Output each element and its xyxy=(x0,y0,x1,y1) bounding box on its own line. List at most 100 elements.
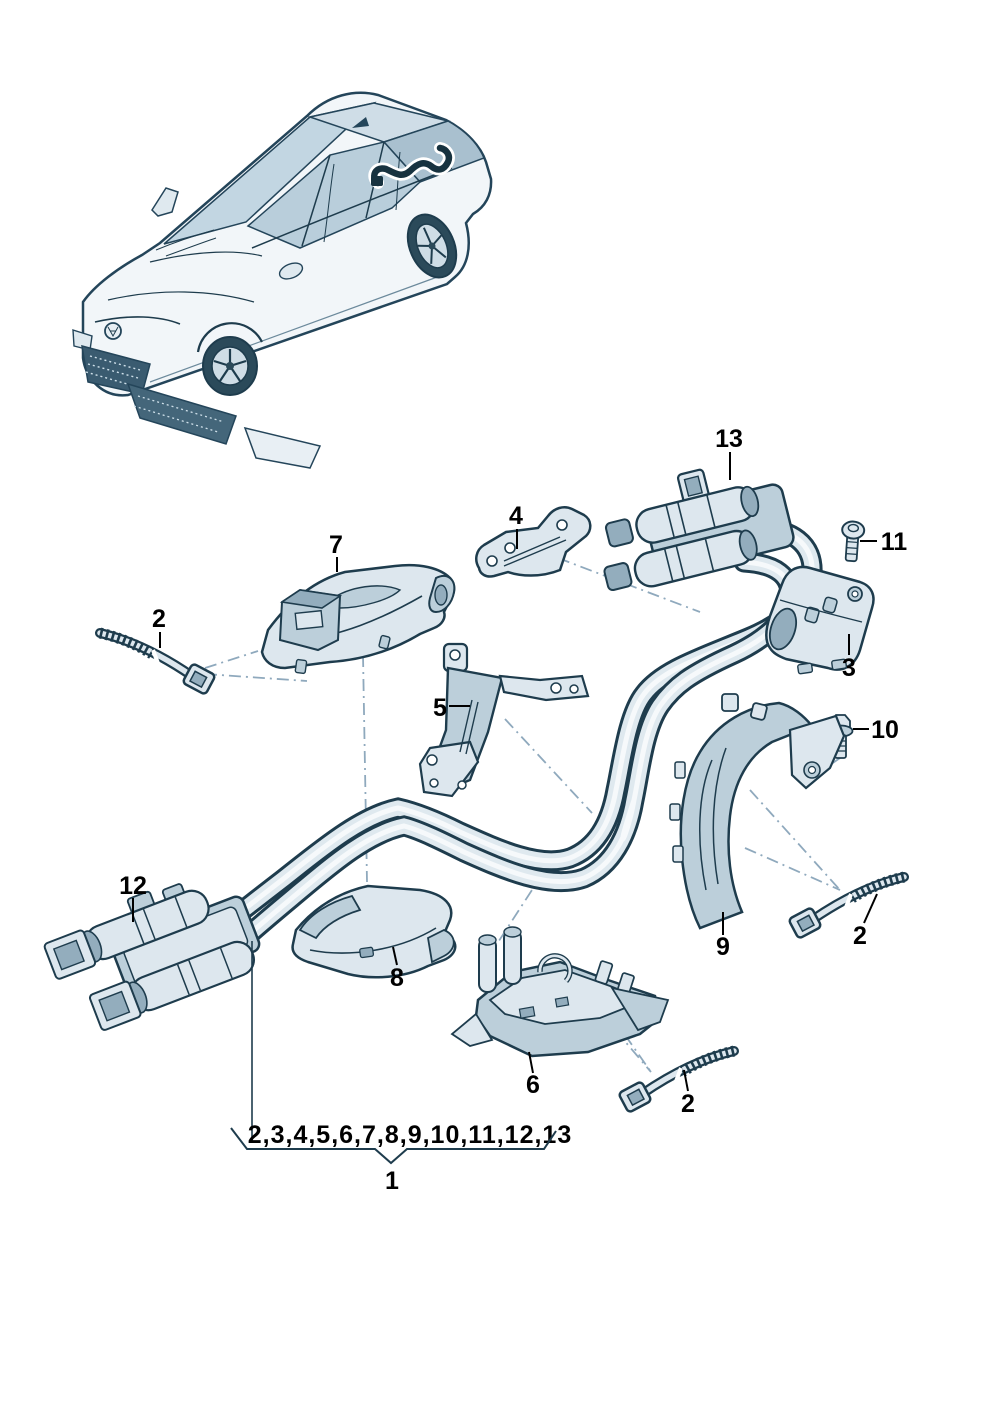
leader-tie2l-to-part7-b xyxy=(204,673,308,682)
part-8-saddle-cover[interactable] xyxy=(291,884,457,979)
part13-barrel-lower-bands xyxy=(664,539,715,581)
car-character-line xyxy=(107,291,255,303)
part9-top-tab-1 xyxy=(721,693,739,712)
part8-slot xyxy=(359,946,375,959)
callout-10[interactable]: 10 xyxy=(871,716,899,744)
car-grille-mesh xyxy=(85,355,141,387)
part4-ridge xyxy=(503,536,567,567)
part12-barrel-lower-bands xyxy=(176,947,233,995)
callout-3[interactable]: 3 xyxy=(842,654,856,682)
part-12-connector[interactable] xyxy=(39,861,268,1040)
leader-part6-to-tie2b-a xyxy=(599,1011,652,1073)
part13-top-tab-inner xyxy=(683,475,704,497)
part6-tab-1 xyxy=(594,960,614,985)
part6-post-2 xyxy=(503,929,522,985)
part6-deck-slot-2 xyxy=(554,996,570,1008)
part7-mouth-opening xyxy=(434,584,448,606)
callout-9[interactable]: 9 xyxy=(716,933,730,961)
callout-8[interactable]: 8 xyxy=(390,964,404,992)
part11-head-recess xyxy=(847,523,860,533)
part9-body[interactable] xyxy=(679,701,815,930)
part-2-cable-tie-left[interactable] xyxy=(100,633,216,695)
leader-tie2l-to-part7-a xyxy=(204,650,259,669)
part-2-cable-tie-bottom[interactable] xyxy=(618,1051,734,1113)
car-rear-wheel xyxy=(406,213,458,279)
part13-barrel-upper-bands xyxy=(665,495,716,538)
part5-strap-hole-2 xyxy=(569,684,579,694)
part6-post-1 xyxy=(478,937,497,993)
part7-clip xyxy=(378,634,391,650)
car-light-bar xyxy=(94,316,181,325)
part11-head[interactable] xyxy=(841,520,866,540)
part6-deck-slot-1 xyxy=(518,1006,536,1019)
part4-hole-2 xyxy=(504,542,516,554)
callout-7[interactable]: 7 xyxy=(329,531,343,559)
part8-left-opening xyxy=(298,894,362,940)
footer-group-reference: 2,3,4,5,6,7,8,9,10,11,12,13 1 xyxy=(230,1121,573,1195)
part11-threads xyxy=(845,541,858,555)
part-6-holder[interactable] xyxy=(450,926,670,1058)
part-3-housing[interactable] xyxy=(765,565,875,675)
part13-nub-upper xyxy=(604,518,634,548)
part-7-duct-cover[interactable] xyxy=(260,563,456,675)
part5-foot-hole-2 xyxy=(429,778,439,788)
part7-left-box-top xyxy=(279,589,343,609)
leader-part9-to-tie2r-b xyxy=(744,847,841,891)
harness-tube-lower-highlight xyxy=(227,559,793,955)
callout-6[interactable]: 6 xyxy=(526,1071,540,1099)
car-roof-antenna xyxy=(352,117,369,128)
part-11-screw[interactable] xyxy=(840,520,866,563)
part5-foot xyxy=(418,740,480,798)
part3-body[interactable] xyxy=(765,565,875,671)
part-4-bracket[interactable] xyxy=(475,506,592,578)
callout-2-bottom[interactable]: 2 xyxy=(681,1090,695,1118)
callout-line-2-right xyxy=(863,893,878,924)
footer-included-parts-list: 2,3,4,5,6,7,8,9,10,11,12,13 xyxy=(248,1121,573,1149)
part7-inner-slot xyxy=(294,609,324,631)
part5-tab-hole xyxy=(449,649,461,661)
part5-slot xyxy=(459,699,479,755)
car-harness-highlight xyxy=(368,142,455,189)
part8-right-flap xyxy=(427,929,455,964)
leader-part5-to-harness xyxy=(504,718,593,814)
callout-lines xyxy=(132,452,878,1143)
callout-2-left[interactable]: 2 xyxy=(152,605,166,633)
callout-line-2-bottom xyxy=(683,1069,689,1092)
part3-boss-hole xyxy=(851,590,859,598)
footer-group-ref: 1 xyxy=(385,1167,399,1195)
part12-plug-upper-inner xyxy=(52,939,86,971)
part-5-bracket[interactable] xyxy=(418,642,590,798)
part-13-connector[interactable] xyxy=(586,452,797,597)
part9-side-clip-3 xyxy=(672,845,684,863)
part7-inner-blob xyxy=(328,585,402,609)
part3-opening xyxy=(768,607,798,651)
part7-bottom-tab xyxy=(294,658,308,675)
car-front-lip xyxy=(243,426,322,469)
part4-hole-1 xyxy=(486,555,498,567)
part5-strap xyxy=(498,674,590,702)
part-2-cable-tie-right[interactable] xyxy=(788,877,904,939)
leader-part7-to-part8 xyxy=(362,654,368,883)
car-bpillar-line xyxy=(301,154,331,247)
callout-12[interactable]: 12 xyxy=(119,872,147,900)
car-hood-line xyxy=(149,251,263,263)
callout-5[interactable]: 5 xyxy=(433,694,447,722)
part9-flap-hole xyxy=(807,765,817,775)
part5-strap-hole-1 xyxy=(550,682,562,694)
part-9-elbow-duct[interactable] xyxy=(669,693,846,930)
callout-4[interactable]: 4 xyxy=(509,502,523,530)
car-lower-intake xyxy=(126,382,237,445)
callout-13[interactable]: 13 xyxy=(715,425,743,453)
part5-foot-hole-3 xyxy=(457,780,467,790)
part8-inner-line xyxy=(309,927,437,954)
part6-right-wing xyxy=(610,986,670,1032)
car-wiper-lines xyxy=(155,229,217,257)
callout-11[interactable]: 11 xyxy=(881,528,908,556)
part6-post-2-top xyxy=(503,926,522,938)
callout-2-right[interactable]: 2 xyxy=(853,922,867,950)
part9-top-tab-2 xyxy=(750,702,768,721)
part9-side-clip-2 xyxy=(669,803,681,821)
part6-post-1-top xyxy=(478,934,497,946)
callout-line-6 xyxy=(528,1051,534,1074)
